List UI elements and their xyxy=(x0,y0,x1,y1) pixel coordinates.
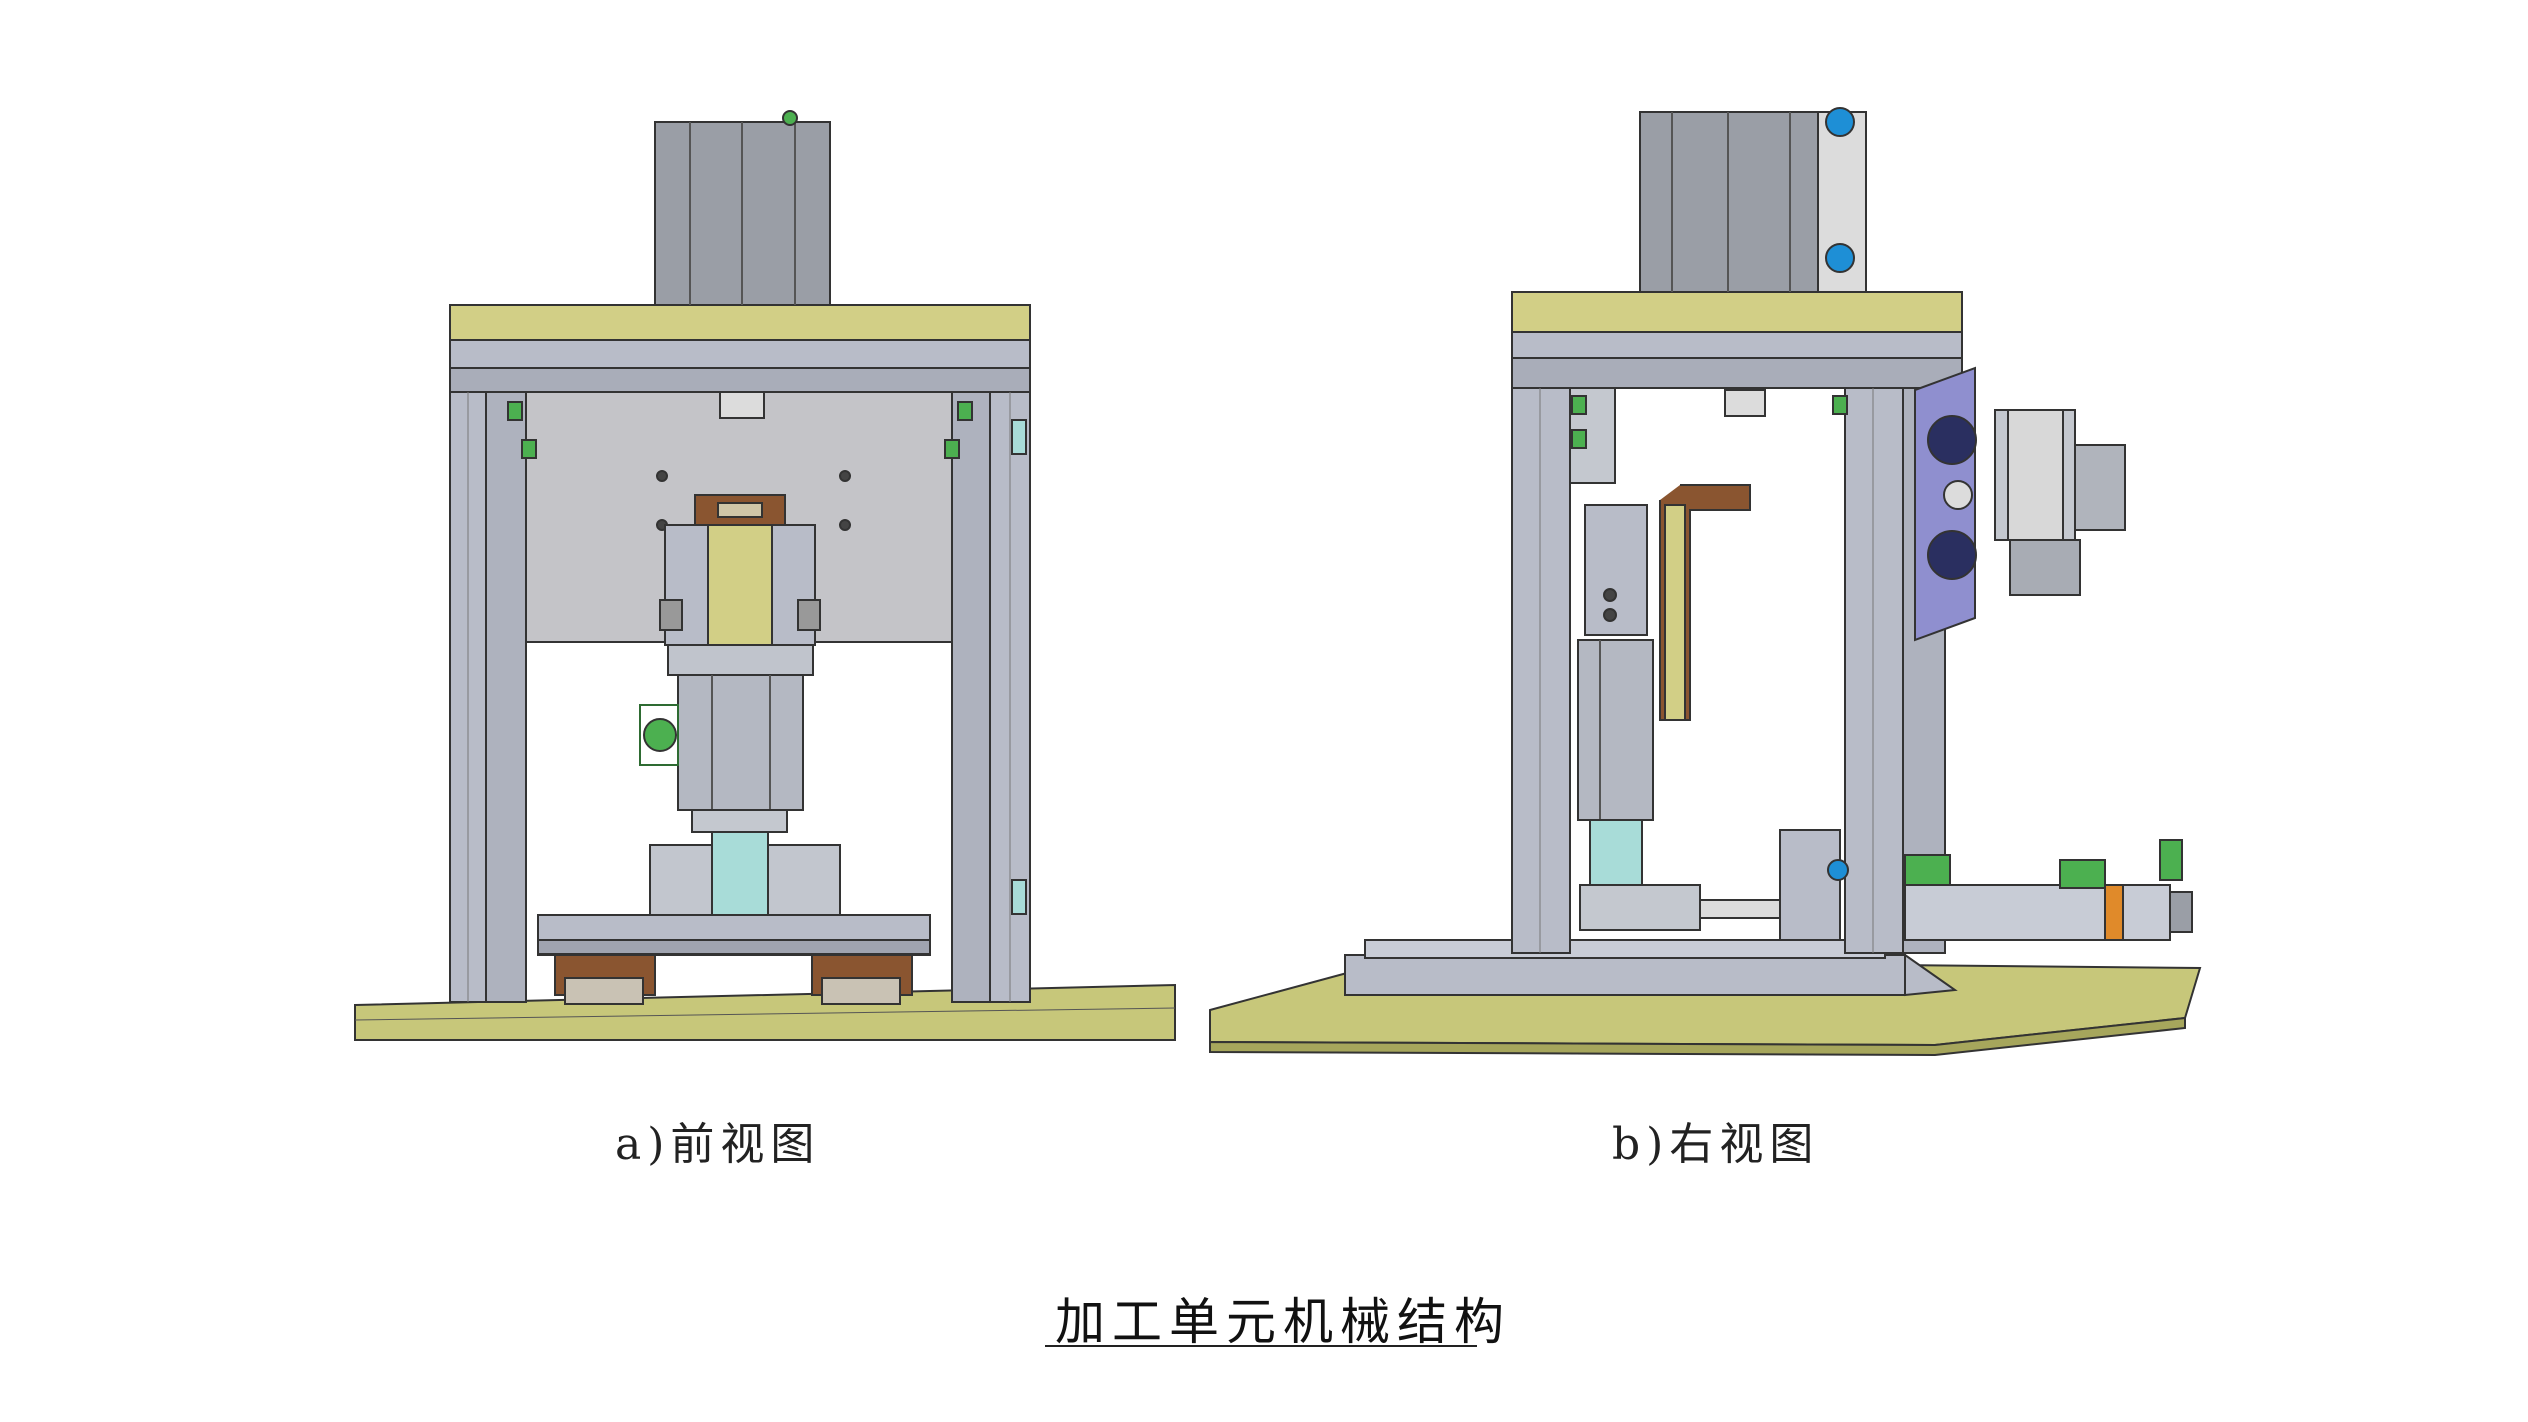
front-top-plate xyxy=(449,304,1031,341)
title-underline xyxy=(1045,1345,1477,1347)
right-top-plate xyxy=(1511,291,1963,333)
front-lower-support xyxy=(649,844,713,916)
caption-front-view: a)前视图 xyxy=(615,1119,821,1170)
right-bottom-rail xyxy=(1344,954,1906,996)
right-air-fitting-top xyxy=(1825,107,1855,137)
right-horizontal-cylinder xyxy=(1904,884,2171,941)
front-view xyxy=(354,110,1176,1041)
right-view xyxy=(1209,107,2202,1057)
right-cylinder-body xyxy=(1577,639,1654,821)
right-right-column xyxy=(1844,387,1904,954)
front-piston-glass xyxy=(711,829,769,916)
front-top-beam xyxy=(449,339,1031,369)
right-air-fitting-bottom xyxy=(1825,243,1855,273)
caption-right-view: b)右视图 xyxy=(1612,1119,1820,1170)
figure-title: 加工单元机械结构 xyxy=(1055,1293,1511,1351)
right-fixture xyxy=(1779,829,1841,941)
front-cylinder-body xyxy=(667,644,814,676)
right-left-column xyxy=(1511,387,1571,954)
